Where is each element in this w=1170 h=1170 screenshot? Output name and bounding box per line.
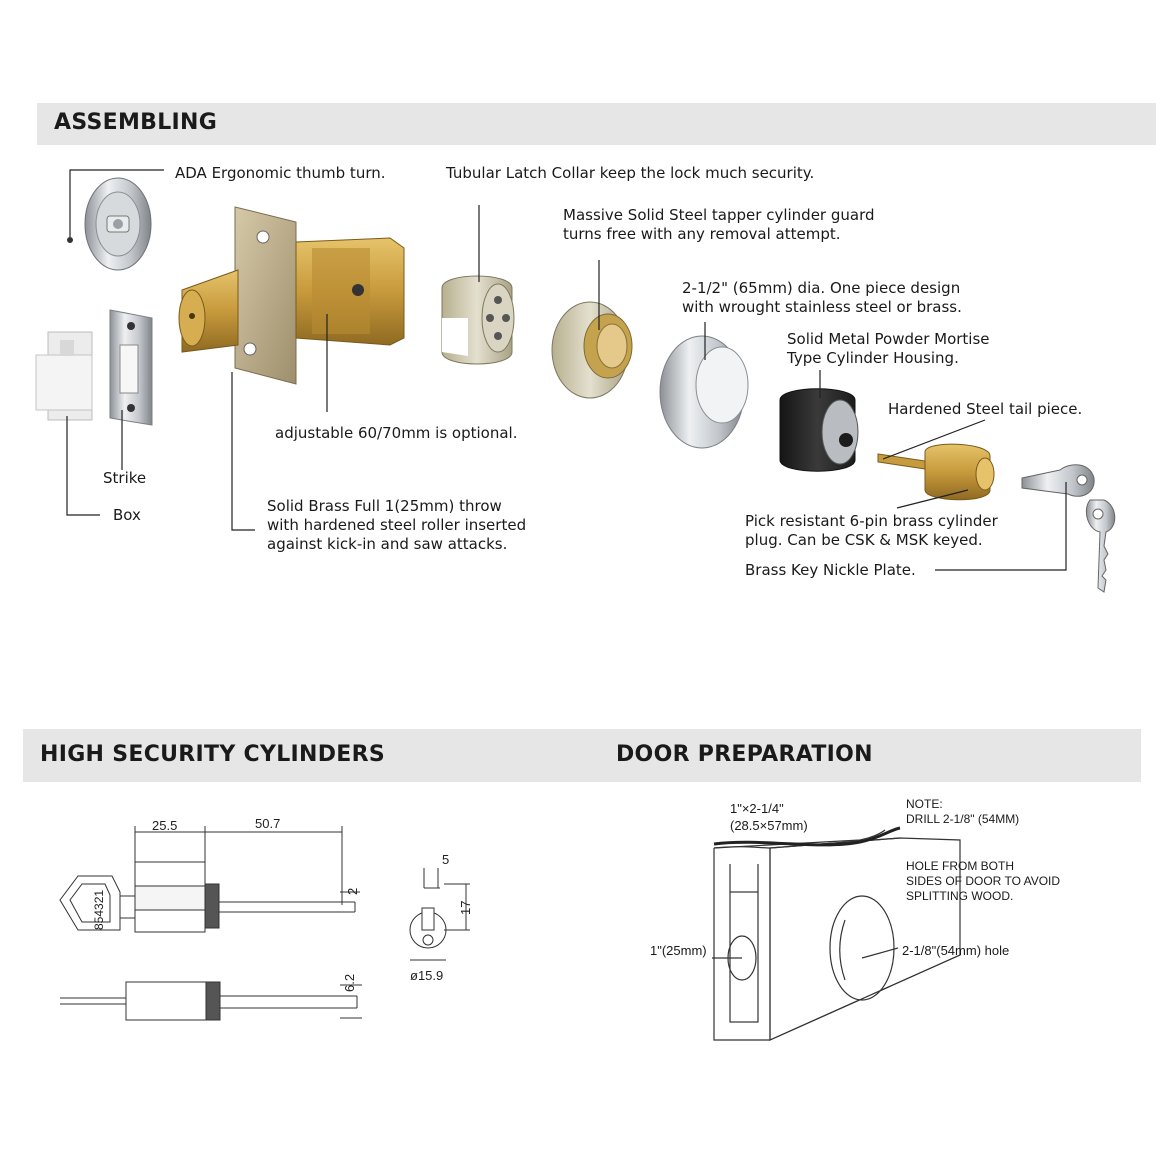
door-hole-note: HOLE FROM BOTH SIDES OF DOOR TO AVOID SP… <box>906 859 1060 904</box>
door-dim-top-line1: 1"×2-1/4" <box>730 801 784 816</box>
dim-17: 17 <box>458 901 473 915</box>
trim-ring-part <box>659 335 749 449</box>
dim-50-7: 50.7 <box>255 816 280 831</box>
label-throw: Solid Brass Full 1(25mm) throw with hard… <box>267 497 526 554</box>
label-key: Brass Key Nickle Plate. <box>745 561 916 579</box>
label-adjustable: adjustable 60/70mm is optional. <box>275 424 518 442</box>
keys-part <box>1021 464 1116 593</box>
key-code: 854321 <box>92 890 106 930</box>
label-cylinder-guard: Massive Solid Steel tapper cylinder guar… <box>563 206 875 244</box>
dim-2: 2 <box>345 888 360 895</box>
label-cylinder-guard-line2: turns free with any removal attempt. <box>563 225 841 243</box>
label-cylinder-guard-line1: Massive Solid Steel tapper cylinder guar… <box>563 206 875 224</box>
door-note: NOTE: DRILL 2-1/8" (54MM) <box>906 797 1019 827</box>
label-latch-collar: Tubular Latch Collar keep the lock much … <box>446 164 815 182</box>
dim-25-5: 25.5 <box>152 818 177 833</box>
door-note-line2: DRILL 2-1/8" (54MM) <box>906 812 1020 826</box>
high-security-title: HIGH SECURITY CYLINDERS <box>40 742 385 767</box>
label-box: Box <box>113 506 141 524</box>
door-face-hole-label: 2-1/8"(54mm) hole <box>902 943 1010 958</box>
door-hole-line2: SIDES OF DOOR TO AVOID <box>906 874 1061 888</box>
latch-collar-part <box>441 275 515 365</box>
label-throw-line1: Solid Brass Full 1(25mm) throw <box>267 497 502 515</box>
label-throw-line2: with hardened steel roller inserted <box>267 516 527 534</box>
brass-plug-part <box>877 443 995 501</box>
door-dim-top-line2: (28.5×57mm) <box>730 818 808 833</box>
dim-6-2: 6.2 <box>342 974 357 992</box>
label-housing-line2: Type Cylinder Housing. <box>787 349 959 367</box>
thumb-turn-part <box>67 177 152 271</box>
label-pick-resistant: Pick resistant 6-pin brass cylinder plug… <box>745 512 998 550</box>
strike-part <box>109 309 153 426</box>
label-throw-line3: against kick-in and saw attacks. <box>267 535 508 553</box>
high-security-band <box>23 729 1141 782</box>
assembling-title: ASSEMBLING <box>54 110 218 135</box>
label-diameter: 2-1/2" (65mm) dia. One piece design with… <box>682 279 962 317</box>
latch-part <box>178 206 405 385</box>
label-strike: Strike <box>103 469 147 487</box>
door-hole-line3: SPLITTING WOOD. <box>906 889 1014 903</box>
door-note-line1: NOTE: <box>906 797 943 811</box>
label-diameter-line2: with wrought stainless steel or brass. <box>682 298 962 316</box>
door-dim-top: 1"×2-1/4" (28.5×57mm) <box>730 800 808 834</box>
label-housing-line1: Solid Metal Powder Mortise <box>787 330 990 348</box>
label-thumb-turn: ADA Ergonomic thumb turn. <box>175 164 386 182</box>
label-tail-piece: Hardened Steel tail piece. <box>888 400 1083 418</box>
dim-15-9: ø15.9 <box>410 968 443 983</box>
label-diameter-line1: 2-1/2" (65mm) dia. One piece design <box>682 279 961 297</box>
cylinder-guard-part <box>551 301 633 399</box>
door-hole-line1: HOLE FROM BOTH <box>906 859 1015 873</box>
label-pick-line1: Pick resistant 6-pin brass cylinder <box>745 512 998 530</box>
box-part <box>35 331 93 421</box>
label-housing: Solid Metal Powder Mortise Type Cylinder… <box>787 330 990 368</box>
label-pick-line2: plug. Can be CSK & MSK keyed. <box>745 531 983 549</box>
dim-5: 5 <box>442 852 449 867</box>
cylinder-housing-part <box>779 388 859 472</box>
door-prep-title: DOOR PREPARATION <box>616 742 873 767</box>
assembling-band <box>37 103 1156 145</box>
door-edge-hole-label: 1"(25mm) <box>650 943 707 958</box>
